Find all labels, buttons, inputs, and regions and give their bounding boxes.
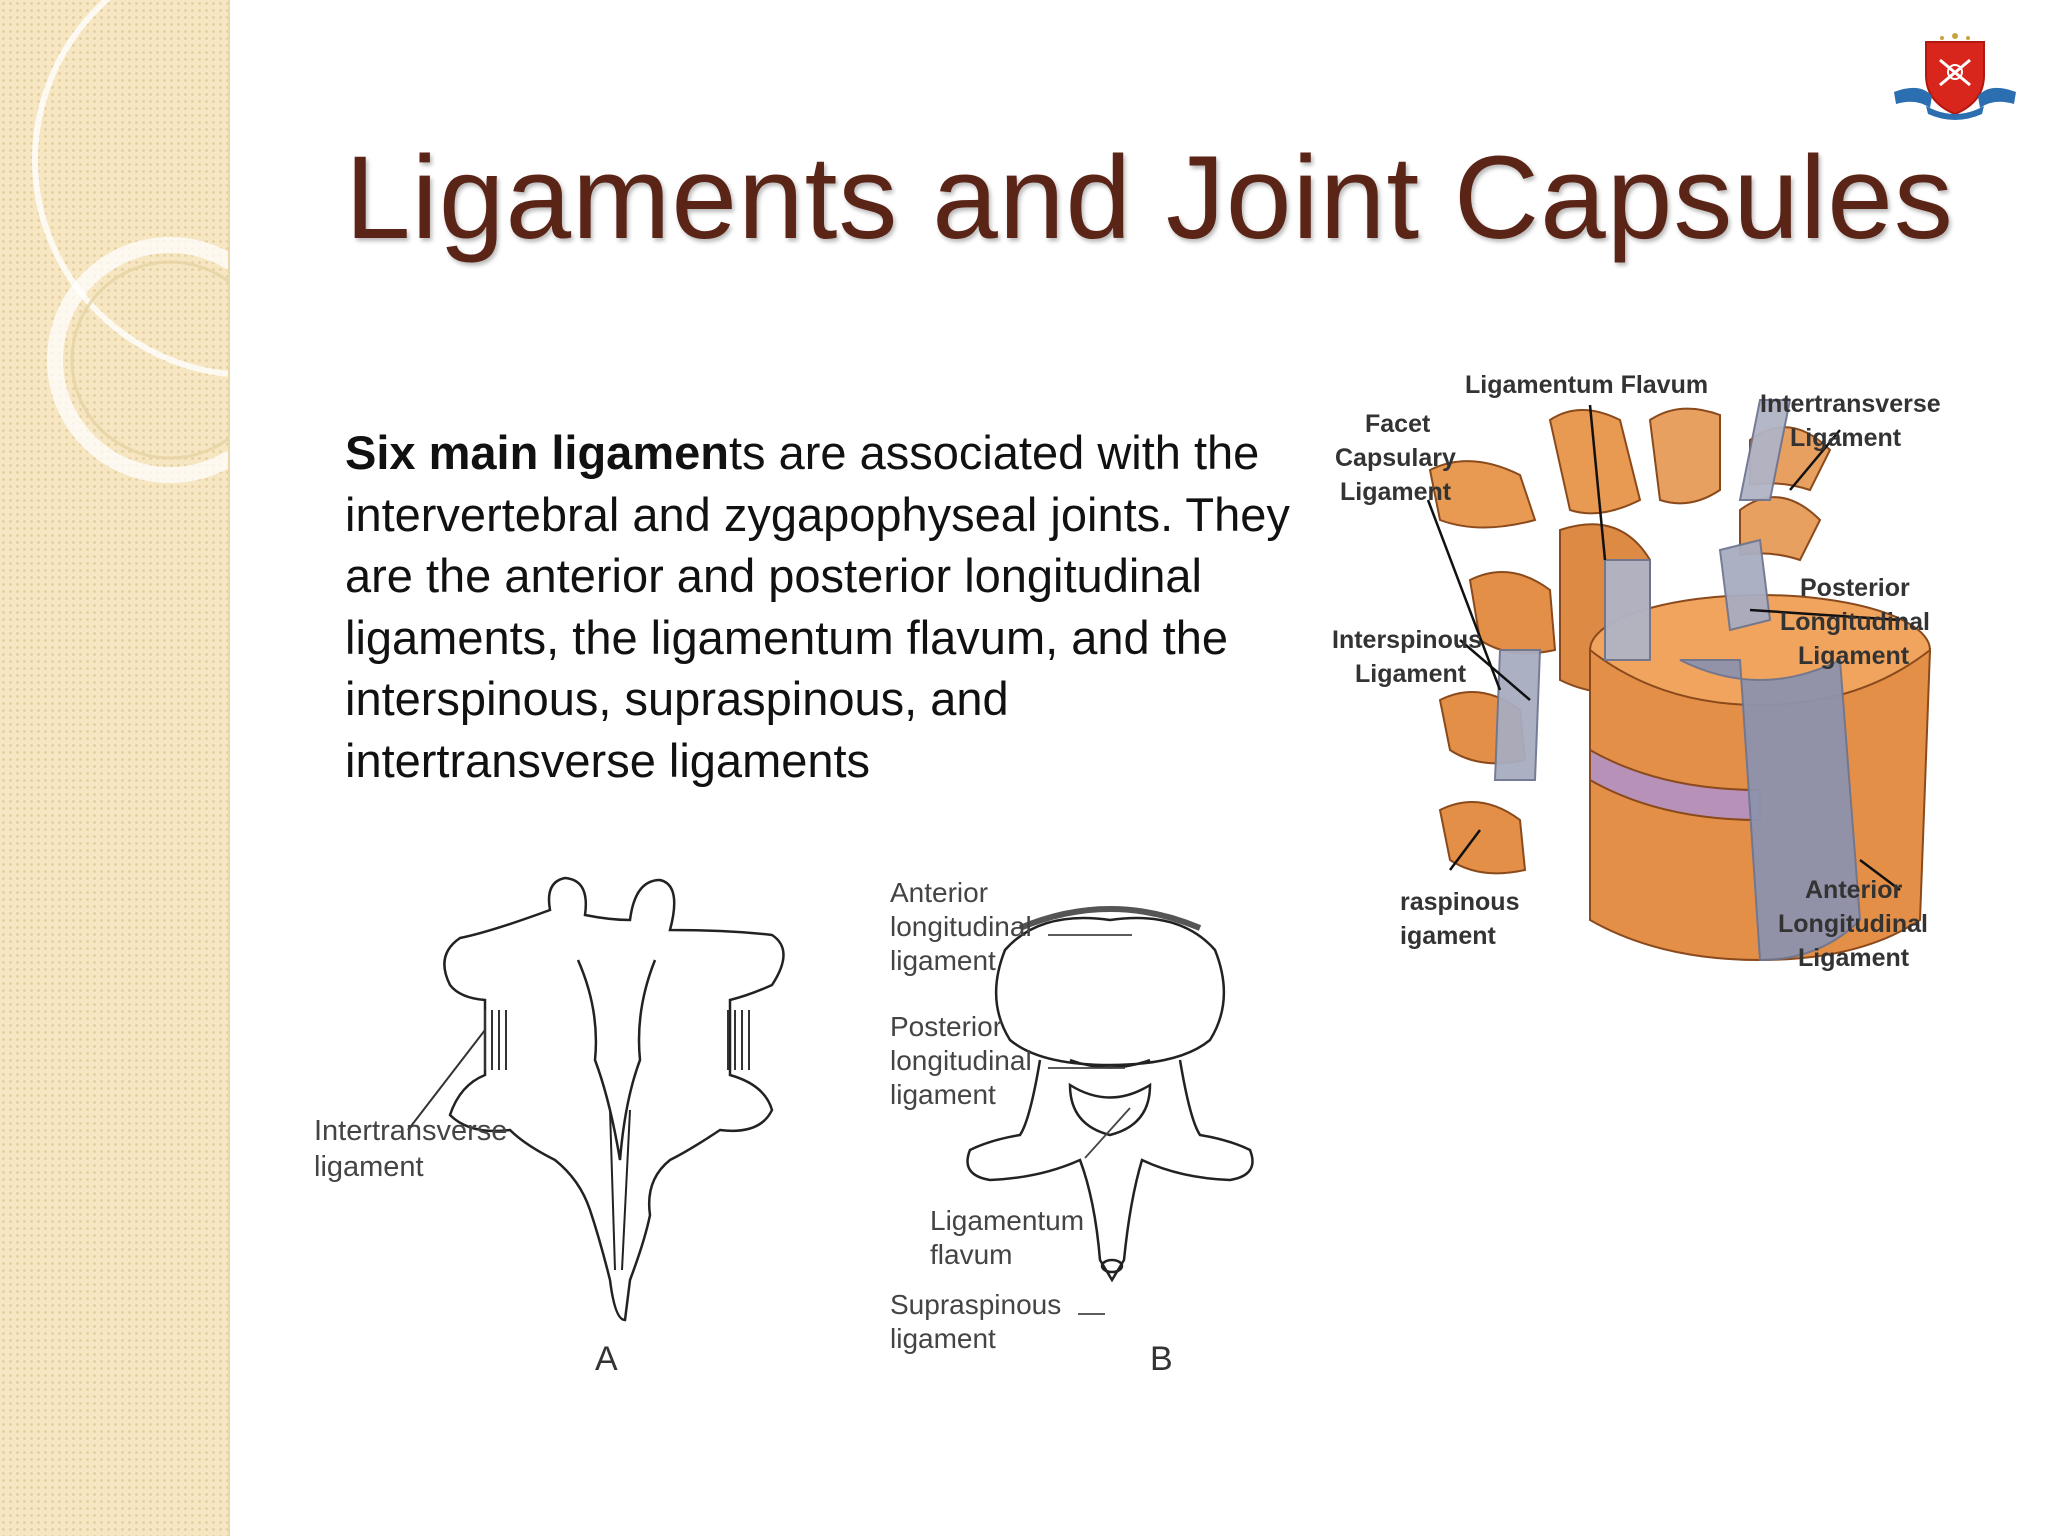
figure-b-supra-line2: ligament bbox=[890, 1323, 996, 1354]
figure-b-flavum-line2: flavum bbox=[930, 1239, 1012, 1270]
figure-c-anterior-line3: Ligament bbox=[1798, 944, 1910, 972]
figure-b-supra-line1: Supraspinous bbox=[890, 1289, 1061, 1320]
figure-c-posterior-line2: Longitudinal bbox=[1780, 608, 1930, 636]
university-crest-logo bbox=[1890, 30, 2020, 125]
decorative-sidebar bbox=[0, 0, 230, 1536]
figure-b-posterior-line1: Posterior bbox=[890, 1011, 1002, 1042]
figure-c-anterior-line1: Anterior bbox=[1805, 876, 1903, 904]
figure-b-flavum-line1: Ligamentum bbox=[930, 1205, 1084, 1236]
body-bold-text: Six main ligamen bbox=[345, 426, 729, 479]
figure-c-supraspinous-line2: igament bbox=[1400, 922, 1497, 950]
figure-b-posterior-line2: longitudinal bbox=[890, 1045, 1032, 1076]
figure-c-supraspinous-line1: raspinous bbox=[1400, 888, 1519, 916]
slide-body-text: Six main ligaments are associated with t… bbox=[345, 422, 1295, 791]
figure-b-anterior-line2: longitudinal bbox=[890, 911, 1032, 942]
figure-a-posterior-view: Intertransverse ligament A bbox=[310, 860, 810, 1390]
figure-c-flavum-label: Ligamentum Flavum bbox=[1465, 371, 1708, 399]
figure-c-facet-line3: Ligament bbox=[1340, 478, 1452, 506]
figure-c-interspinous-line1: Interspinous bbox=[1332, 626, 1482, 654]
figure-c-posterior-line1: Posterior bbox=[1800, 574, 1910, 602]
figure-c-facet-line2: Capsulary bbox=[1335, 444, 1456, 472]
slide-title: Ligaments and Joint Capsules bbox=[345, 132, 1954, 264]
figure-a-label-line1: Intertransverse bbox=[314, 1115, 507, 1147]
figure-b-anterior-line3: ligament bbox=[890, 945, 996, 976]
figure-b-anterior-line1: Anterior bbox=[890, 877, 988, 908]
figure-b-superior-view: Anterior longitudinal ligament Posterior… bbox=[880, 860, 1360, 1390]
figure-b-posterior-line3: ligament bbox=[890, 1079, 996, 1110]
figure-c-spine-illustration: Ligamentum Flavum Facet Capsulary Ligame… bbox=[1320, 360, 1980, 1000]
figure-c-posterior-line3: Ligament bbox=[1798, 642, 1910, 670]
figure-c-intertrans-line1: Intertransverse bbox=[1760, 390, 1941, 418]
decorative-rings bbox=[32, 0, 228, 483]
figure-a-label-line2: ligament bbox=[314, 1151, 424, 1183]
figure-c-facet-line1: Facet bbox=[1365, 410, 1431, 438]
figure-c-intertrans-line2: Ligament bbox=[1790, 424, 1902, 452]
figure-a-caption: A bbox=[595, 1340, 618, 1378]
body-regular-text: ts are associated with the intervertebra… bbox=[345, 426, 1290, 787]
figure-b-caption: B bbox=[1150, 1340, 1173, 1378]
figure-c-anterior-line2: Longitudinal bbox=[1778, 910, 1928, 938]
figure-c-interspinous-line2: Ligament bbox=[1355, 660, 1467, 688]
